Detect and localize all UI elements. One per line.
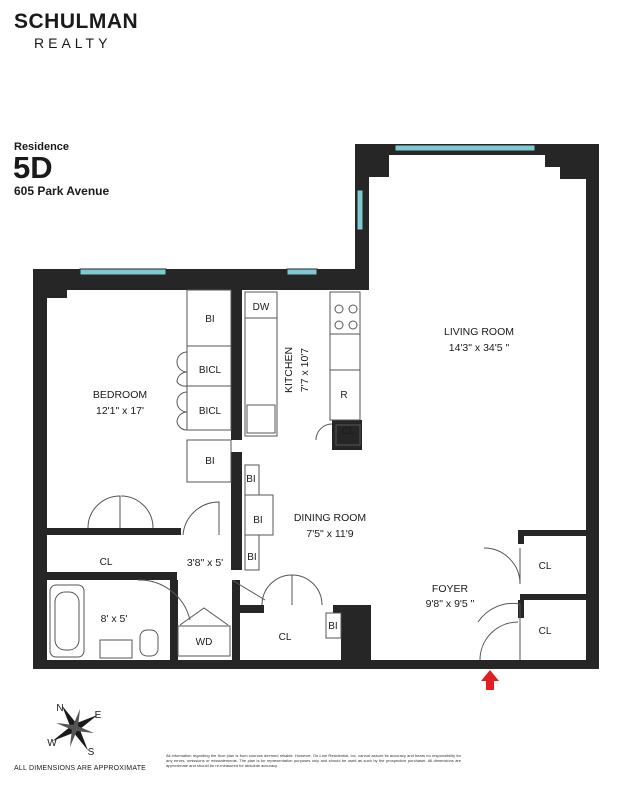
entry-arrow (481, 670, 499, 690)
hall-dims: 3'8" x 5' (187, 557, 223, 569)
bath-dims: 8' x 5' (101, 613, 128, 625)
brand-name: SCHULMAN (14, 10, 139, 33)
bedroom-builtin-1-label: BI (205, 314, 214, 325)
dining-builtin-4-label: BI (328, 621, 337, 632)
compass-s: S (88, 747, 95, 758)
compass-rose (52, 705, 98, 751)
brand-subtitle: REALTY (34, 35, 112, 51)
foyer-closet-1-label: CL (539, 561, 552, 572)
kitchen-name: KITCHEN (283, 347, 295, 393)
foyer-doors (477, 547, 521, 661)
residence-address: 605 Park Avenue (14, 184, 110, 198)
bedroom-name: BEDROOM (93, 389, 147, 401)
compass-labels: N E S W (47, 703, 101, 758)
foyer-closet-2-label: CL (539, 626, 552, 637)
foyer-name: FOYER (432, 583, 469, 595)
kitchen-dims: 7'7 x 10'7 (299, 348, 311, 392)
compass-w: W (47, 738, 57, 749)
kitchen-fixtures (244, 291, 361, 446)
dining-builtin-2-label: BI (253, 515, 262, 526)
bedroom-builtins (87, 289, 232, 536)
residence-unit: 5D (13, 150, 53, 185)
dining-room-name: DINING ROOM (294, 512, 366, 524)
refrigerator-label: R (340, 390, 347, 401)
dining-builtins (137, 464, 342, 639)
bedroom-closet-label: CL (100, 557, 113, 568)
washer-dryer-label: WD (196, 637, 213, 648)
kitchen-closet-label: CL (342, 426, 355, 437)
compass-n: N (56, 703, 63, 714)
bedroom-bicl-1-label: BICL (199, 365, 222, 376)
bath-fixtures (49, 584, 231, 659)
residence-label: Residence (14, 141, 70, 153)
foyer-dims: 9'8" x 9'5 " (426, 598, 475, 610)
dining-closet-label: CL (279, 632, 292, 643)
room-labels: LIVING ROOM 14'3" x 34'5 " BEDROOM 12'1"… (93, 326, 514, 625)
dining-builtin-1-label: BI (246, 474, 255, 485)
windows (79, 144, 536, 276)
dishwasher-label: DW (253, 302, 270, 313)
floor-area (44, 290, 360, 660)
bedroom-dims: 12'1" x 17' (96, 405, 144, 417)
dimensions-note: ALL DIMENSIONS ARE APPROXIMATE (14, 765, 147, 772)
living-room-dims: 14'3" x 34'5 " (449, 342, 510, 354)
bedroom-bicl-2-label: BICL (199, 406, 222, 417)
bedroom-builtin-2-label: BI (205, 456, 214, 467)
living-room-name: LIVING ROOM (444, 326, 514, 338)
disclaimer-text: All information regarding the floor plan… (166, 753, 461, 768)
dining-room-dims: 7'5" x 11'9 (306, 528, 353, 540)
fixture-labels: DW R CL BI BICL BICL BI BI BI BI CL CL B… (100, 302, 552, 648)
dining-builtin-3-label: BI (247, 552, 256, 563)
compass-e: E (95, 710, 102, 721)
